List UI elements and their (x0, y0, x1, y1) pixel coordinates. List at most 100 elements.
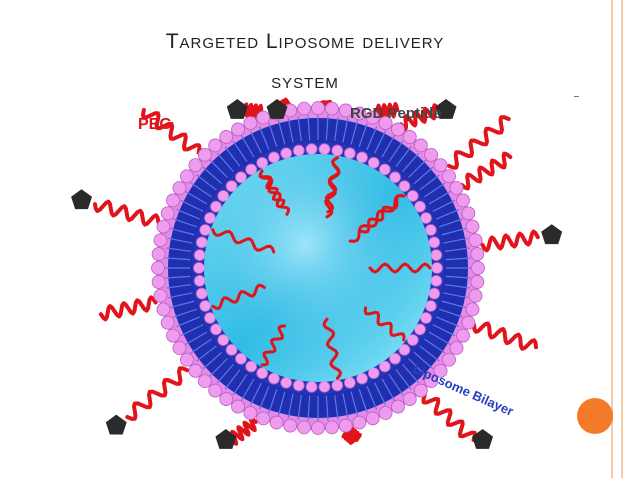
head-group (325, 101, 339, 116)
lipid-tail (350, 120, 359, 145)
lipid-tail (287, 117, 294, 143)
head-group (193, 249, 206, 262)
lipid-tail (436, 316, 460, 328)
lipid-tail (176, 316, 200, 328)
liposome-bilayer (151, 101, 485, 435)
head-group (256, 367, 269, 380)
head-group (225, 180, 238, 193)
outer-head-groups (151, 101, 485, 435)
head-group (391, 122, 405, 137)
head-group (217, 190, 230, 202)
head-group (367, 156, 380, 169)
head-group (311, 101, 325, 115)
head-group (297, 420, 311, 435)
head-group (180, 352, 194, 367)
lipid-tail (424, 338, 446, 354)
head-group (172, 341, 187, 355)
head-group (465, 219, 480, 234)
head-group (256, 156, 269, 169)
head-group (449, 341, 464, 355)
head-group (156, 219, 171, 234)
head-group (338, 418, 353, 433)
head-group (406, 190, 419, 202)
lipid-tail (413, 166, 434, 185)
head-group (305, 380, 318, 393)
head-group (424, 300, 437, 312)
lipid-tail (307, 115, 311, 141)
lipid-tail (167, 292, 193, 299)
head-group (280, 147, 293, 160)
head-group (166, 328, 180, 343)
head-group (424, 147, 439, 162)
lipid-tail (172, 308, 197, 318)
right-border-line (611, 0, 613, 478)
head-group (428, 287, 441, 300)
lipid-tail (342, 393, 349, 419)
lipid-tail (388, 140, 404, 162)
head-group (424, 374, 439, 389)
head-group (325, 420, 339, 435)
head-group (378, 163, 391, 176)
head-group (210, 200, 222, 213)
internal-peg-chain (259, 169, 290, 216)
lipid-tail (258, 386, 270, 410)
head-group (268, 151, 280, 164)
lipid-tail (176, 208, 200, 220)
lipid-tail (224, 369, 241, 390)
head-group (402, 130, 417, 144)
lipid-tail (441, 227, 466, 236)
lipid-tail (170, 227, 195, 236)
inner-head-groups (193, 143, 443, 393)
rgd-peptide (215, 429, 237, 449)
lipid-tail (443, 237, 469, 244)
head-group (318, 143, 331, 156)
internal-peg-chains (211, 156, 432, 380)
head-group (210, 323, 222, 336)
head-group (193, 262, 205, 274)
head-group (389, 171, 401, 184)
lipid-tail (165, 257, 191, 261)
peg-chain (399, 103, 441, 131)
lipid-tail (172, 218, 197, 228)
head-group (245, 163, 258, 176)
lipid-tail (165, 275, 191, 279)
head-group (225, 343, 238, 356)
head-group (297, 101, 311, 116)
right-border-line-outer (621, 0, 623, 478)
lipid-tail (240, 378, 255, 401)
head-group (153, 233, 168, 248)
head-group (235, 171, 247, 184)
head-group (365, 411, 380, 426)
peg-chain (446, 115, 511, 170)
head-group (343, 147, 356, 160)
head-group (391, 399, 405, 414)
internal-peg-chain (211, 283, 266, 311)
lipid-tail (443, 292, 469, 299)
head-group (414, 200, 426, 213)
lipid-tail (224, 146, 241, 167)
lipid-tail (180, 199, 204, 212)
head-group (193, 274, 206, 287)
lipid-tail (190, 338, 212, 354)
head-group (442, 352, 456, 367)
lipid-tail (436, 208, 460, 220)
lipid-tail (268, 389, 278, 414)
head-group (160, 206, 175, 221)
head-group (153, 288, 168, 303)
small-dash (574, 96, 579, 97)
lipid-tail (258, 126, 270, 150)
label-rgd-peptide: RGD Peptide (350, 105, 442, 122)
peg-chain (229, 416, 258, 446)
head-group (256, 411, 271, 426)
lipid-tail (428, 331, 451, 346)
head-group (188, 363, 203, 378)
lipid-tail (401, 152, 420, 173)
rgd-peptide (435, 99, 457, 119)
lipid-tail (185, 331, 208, 346)
lipid-tail (334, 116, 339, 142)
lipid-tail (342, 117, 349, 143)
head-group (292, 379, 305, 392)
head-group (461, 315, 476, 330)
internal-peg-chain (324, 156, 341, 219)
lipid-tail (232, 140, 248, 162)
